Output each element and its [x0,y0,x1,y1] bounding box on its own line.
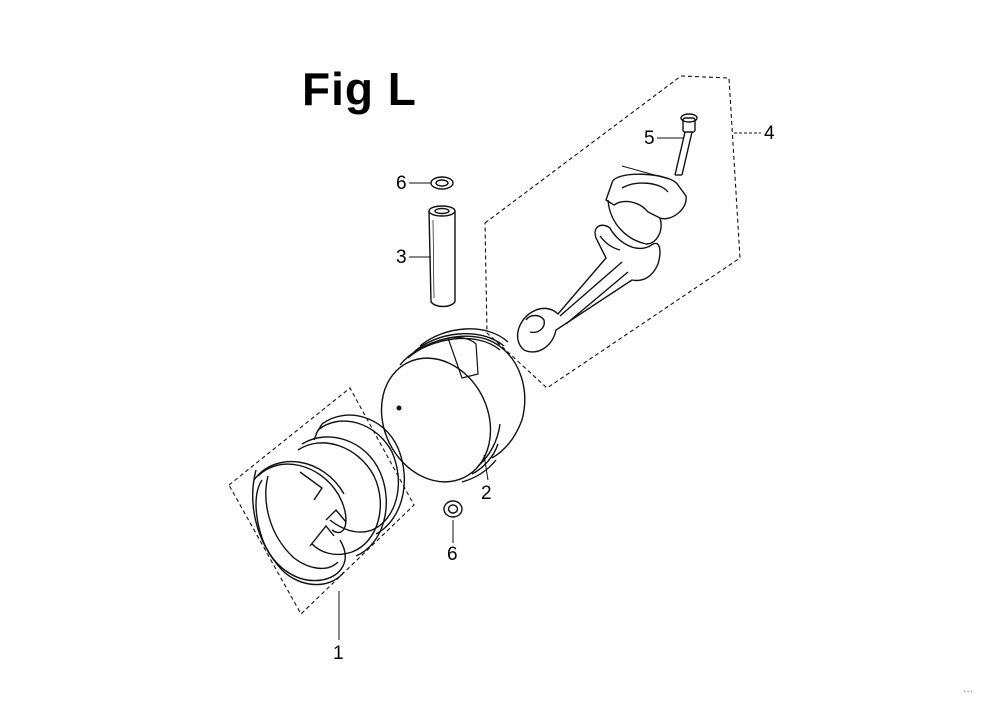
conrod-bolt [674,113,698,176]
callout-6-top: 6 [396,173,407,194]
callout-1: 1 [333,643,344,664]
page-code: ... [963,681,974,695]
conrod-body [516,224,661,353]
callout-6-bottom: 6 [447,544,458,565]
conrod-cap [605,165,687,245]
leader-line-2 [483,454,489,481]
conrod-group-outline [484,75,741,389]
ring-set-outline [228,387,415,615]
callout-2: 2 [481,483,492,504]
piston-rings [252,414,405,586]
callout-3: 3 [396,247,407,268]
callout-5: 5 [644,128,655,149]
piston-pin [428,205,456,308]
piston-pin-clip-top [430,176,454,190]
figure-title: Fig L [302,63,417,115]
piston [380,328,526,483]
piston-pin-clip-bottom [443,500,463,518]
callout-4: 4 [764,123,775,144]
